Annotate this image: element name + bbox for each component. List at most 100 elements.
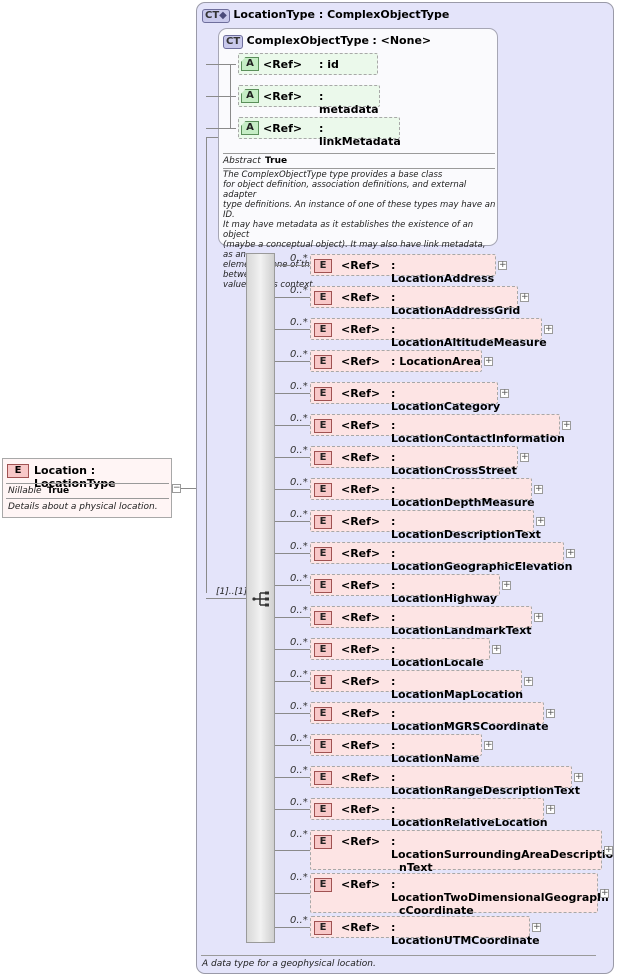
expand-icon[interactable]: + (500, 388, 509, 398)
element-badge: E (314, 739, 332, 753)
expand-icon[interactable]: + (604, 845, 613, 855)
attribute-ref-label: <Ref> (263, 90, 303, 103)
element-ref[interactable]: E<Ref>: LocationGeographicElevation (310, 542, 572, 573)
element-ref[interactable]: E<Ref>: LocationArea (310, 350, 482, 372)
collapse-icon[interactable]: − (172, 483, 181, 493)
element-ref[interactable]: E<Ref>: LocationHighway (310, 574, 500, 605)
element-ref[interactable]: E<Ref>: LocationRelativeLocation (310, 798, 548, 829)
element-name: : LocationMGRSCoordinate (391, 707, 549, 733)
expand-icon[interactable]: + (562, 420, 571, 430)
expand-icon[interactable]: + (534, 612, 543, 622)
attribute-badge: A (241, 57, 259, 71)
sequence-cardinality: [1]..[1] (216, 587, 248, 597)
element-cardinality: 0..* (290, 872, 308, 883)
element-badge: E (314, 259, 332, 273)
element-name: : LocationHighway (391, 579, 498, 605)
expand-icon[interactable]: + (566, 548, 575, 558)
expand-icon[interactable]: + (546, 804, 555, 814)
description-line: for object definition, association defin… (223, 180, 467, 200)
attribute-ref[interactable]: A<Ref>: metadata (238, 85, 380, 116)
element-ref[interactable]: E<Ref>: LocationLocale (310, 638, 490, 669)
expand-icon[interactable]: + (532, 922, 541, 932)
complex-type-badge: CT◆ (202, 9, 230, 23)
expand-icon[interactable]: + (574, 772, 583, 782)
expand-icon[interactable]: + (492, 644, 501, 654)
element-ref[interactable]: E<Ref>: LocationAddress (310, 254, 496, 285)
element-badge: E (314, 515, 332, 529)
inner-type-title: ComplexObjectType (246, 34, 369, 47)
expand-icon[interactable]: + (520, 452, 529, 462)
element-ref-label: <Ref> (341, 451, 381, 464)
element-ref-label: <Ref> (341, 878, 381, 891)
expand-icon[interactable]: + (546, 708, 555, 718)
element-ref[interactable]: E<Ref>: LocationAltitudeMeasure (310, 318, 547, 349)
expand-icon[interactable]: + (520, 292, 529, 302)
expand-icon[interactable]: + (536, 516, 545, 526)
element-ref-label: <Ref> (341, 643, 381, 656)
abstract-value: True (265, 156, 288, 166)
attribute-ref[interactable]: A<Ref>: id (238, 53, 378, 75)
element-name: : LocationAltitudeMeasure (391, 323, 547, 349)
description-line: It may have metadata as it establishes t… (223, 220, 474, 240)
element-ref[interactable]: E<Ref>: LocationDescriptionText (310, 510, 541, 541)
attribute-badge: A (241, 89, 259, 103)
element-ref[interactable]: E<Ref>: LocationCrossStreet (310, 446, 518, 477)
element-ref[interactable]: E<Ref>: LocationCategory (310, 382, 500, 413)
element-cardinality: 0..* (290, 381, 308, 392)
element-ref[interactable]: E<Ref>: LocationMapLocation (310, 670, 523, 701)
element-badge: E (314, 835, 332, 849)
element-ref[interactable]: E <Ref> : LocationSurroundingAreaDescripti… (310, 830, 613, 874)
attribute-ref[interactable]: A<Ref>: linkMetadata (238, 117, 401, 148)
element-cardinality: 0..* (290, 349, 308, 360)
element-ref[interactable]: E <Ref> : LocationLandmarkText (310, 606, 532, 637)
inner-type-base: : <None> (372, 34, 432, 47)
nillable-label: Nillable (8, 486, 42, 496)
element-ref[interactable]: E<Ref>: LocationContactInformation (310, 414, 565, 445)
location-element[interactable]: E Location : LocationType Nillable True … (2, 458, 172, 518)
expand-icon[interactable]: + (502, 580, 511, 590)
element-name: : LocationDepthMeasure (391, 483, 535, 509)
element-name: : LocationName (391, 739, 480, 765)
attribute-ref-label: <Ref> (263, 122, 303, 135)
element-ref[interactable]: E<Ref>: LocationDepthMeasure (310, 478, 535, 509)
element-cardinality: 0..* (290, 829, 308, 840)
element-ref-label: <Ref> (341, 835, 381, 848)
expand-icon[interactable]: + (484, 740, 493, 750)
element-name: : LocationAddressGrid (391, 291, 521, 317)
element-cardinality: 0..* (290, 413, 308, 424)
element-ref[interactable]: E<Ref>: LocationAddressGrid (310, 286, 520, 317)
element-cardinality: 0..* (290, 477, 308, 488)
element-name: : LocationLandmarkText (391, 611, 532, 637)
element-ref[interactable]: E<Ref>: LocationMGRSCoordinate (310, 702, 549, 733)
inner-type-header: CT ComplexObjectType : <None> (223, 34, 431, 49)
expand-icon[interactable]: + (544, 324, 553, 334)
expand-icon[interactable]: + (484, 356, 493, 366)
element-ref-label: <Ref> (341, 579, 381, 592)
element-name: : LocationRelativeLocation (391, 803, 548, 829)
expand-icon[interactable]: + (498, 260, 507, 270)
element-ref[interactable]: E<Ref>: LocationRangeDescriptionText (310, 766, 580, 797)
element-badge: E (314, 611, 332, 625)
expand-icon[interactable]: + (600, 888, 609, 898)
element-ref[interactable]: E <Ref> : LocationName (310, 734, 482, 765)
element-cardinality: 0..* (290, 317, 308, 328)
element-name: : LocationCrossStreet (391, 451, 517, 477)
attribute-ref-label: <Ref> (263, 58, 303, 71)
element-badge: E (314, 878, 332, 892)
diamond-arrow-icon: ◆ (219, 10, 227, 21)
element-name: : LocationUTMCoordinate (391, 921, 540, 947)
element-cardinality: 0..* (290, 915, 308, 926)
element-cardinality: 0..* (290, 797, 308, 808)
abstract-label: Abstract (223, 156, 261, 166)
element-ref-label: <Ref> (341, 921, 381, 934)
expand-icon[interactable]: + (524, 676, 533, 686)
expand-icon[interactable]: + (534, 484, 543, 494)
element-name: : LocationContactInformation (391, 419, 565, 445)
element-ref-label: <Ref> (341, 739, 381, 752)
element-name: : LocationLocale (391, 643, 484, 669)
element-ref-label: <Ref> (341, 611, 381, 624)
element-ref[interactable]: E<Ref>: LocationUTMCoordinate (310, 916, 540, 947)
